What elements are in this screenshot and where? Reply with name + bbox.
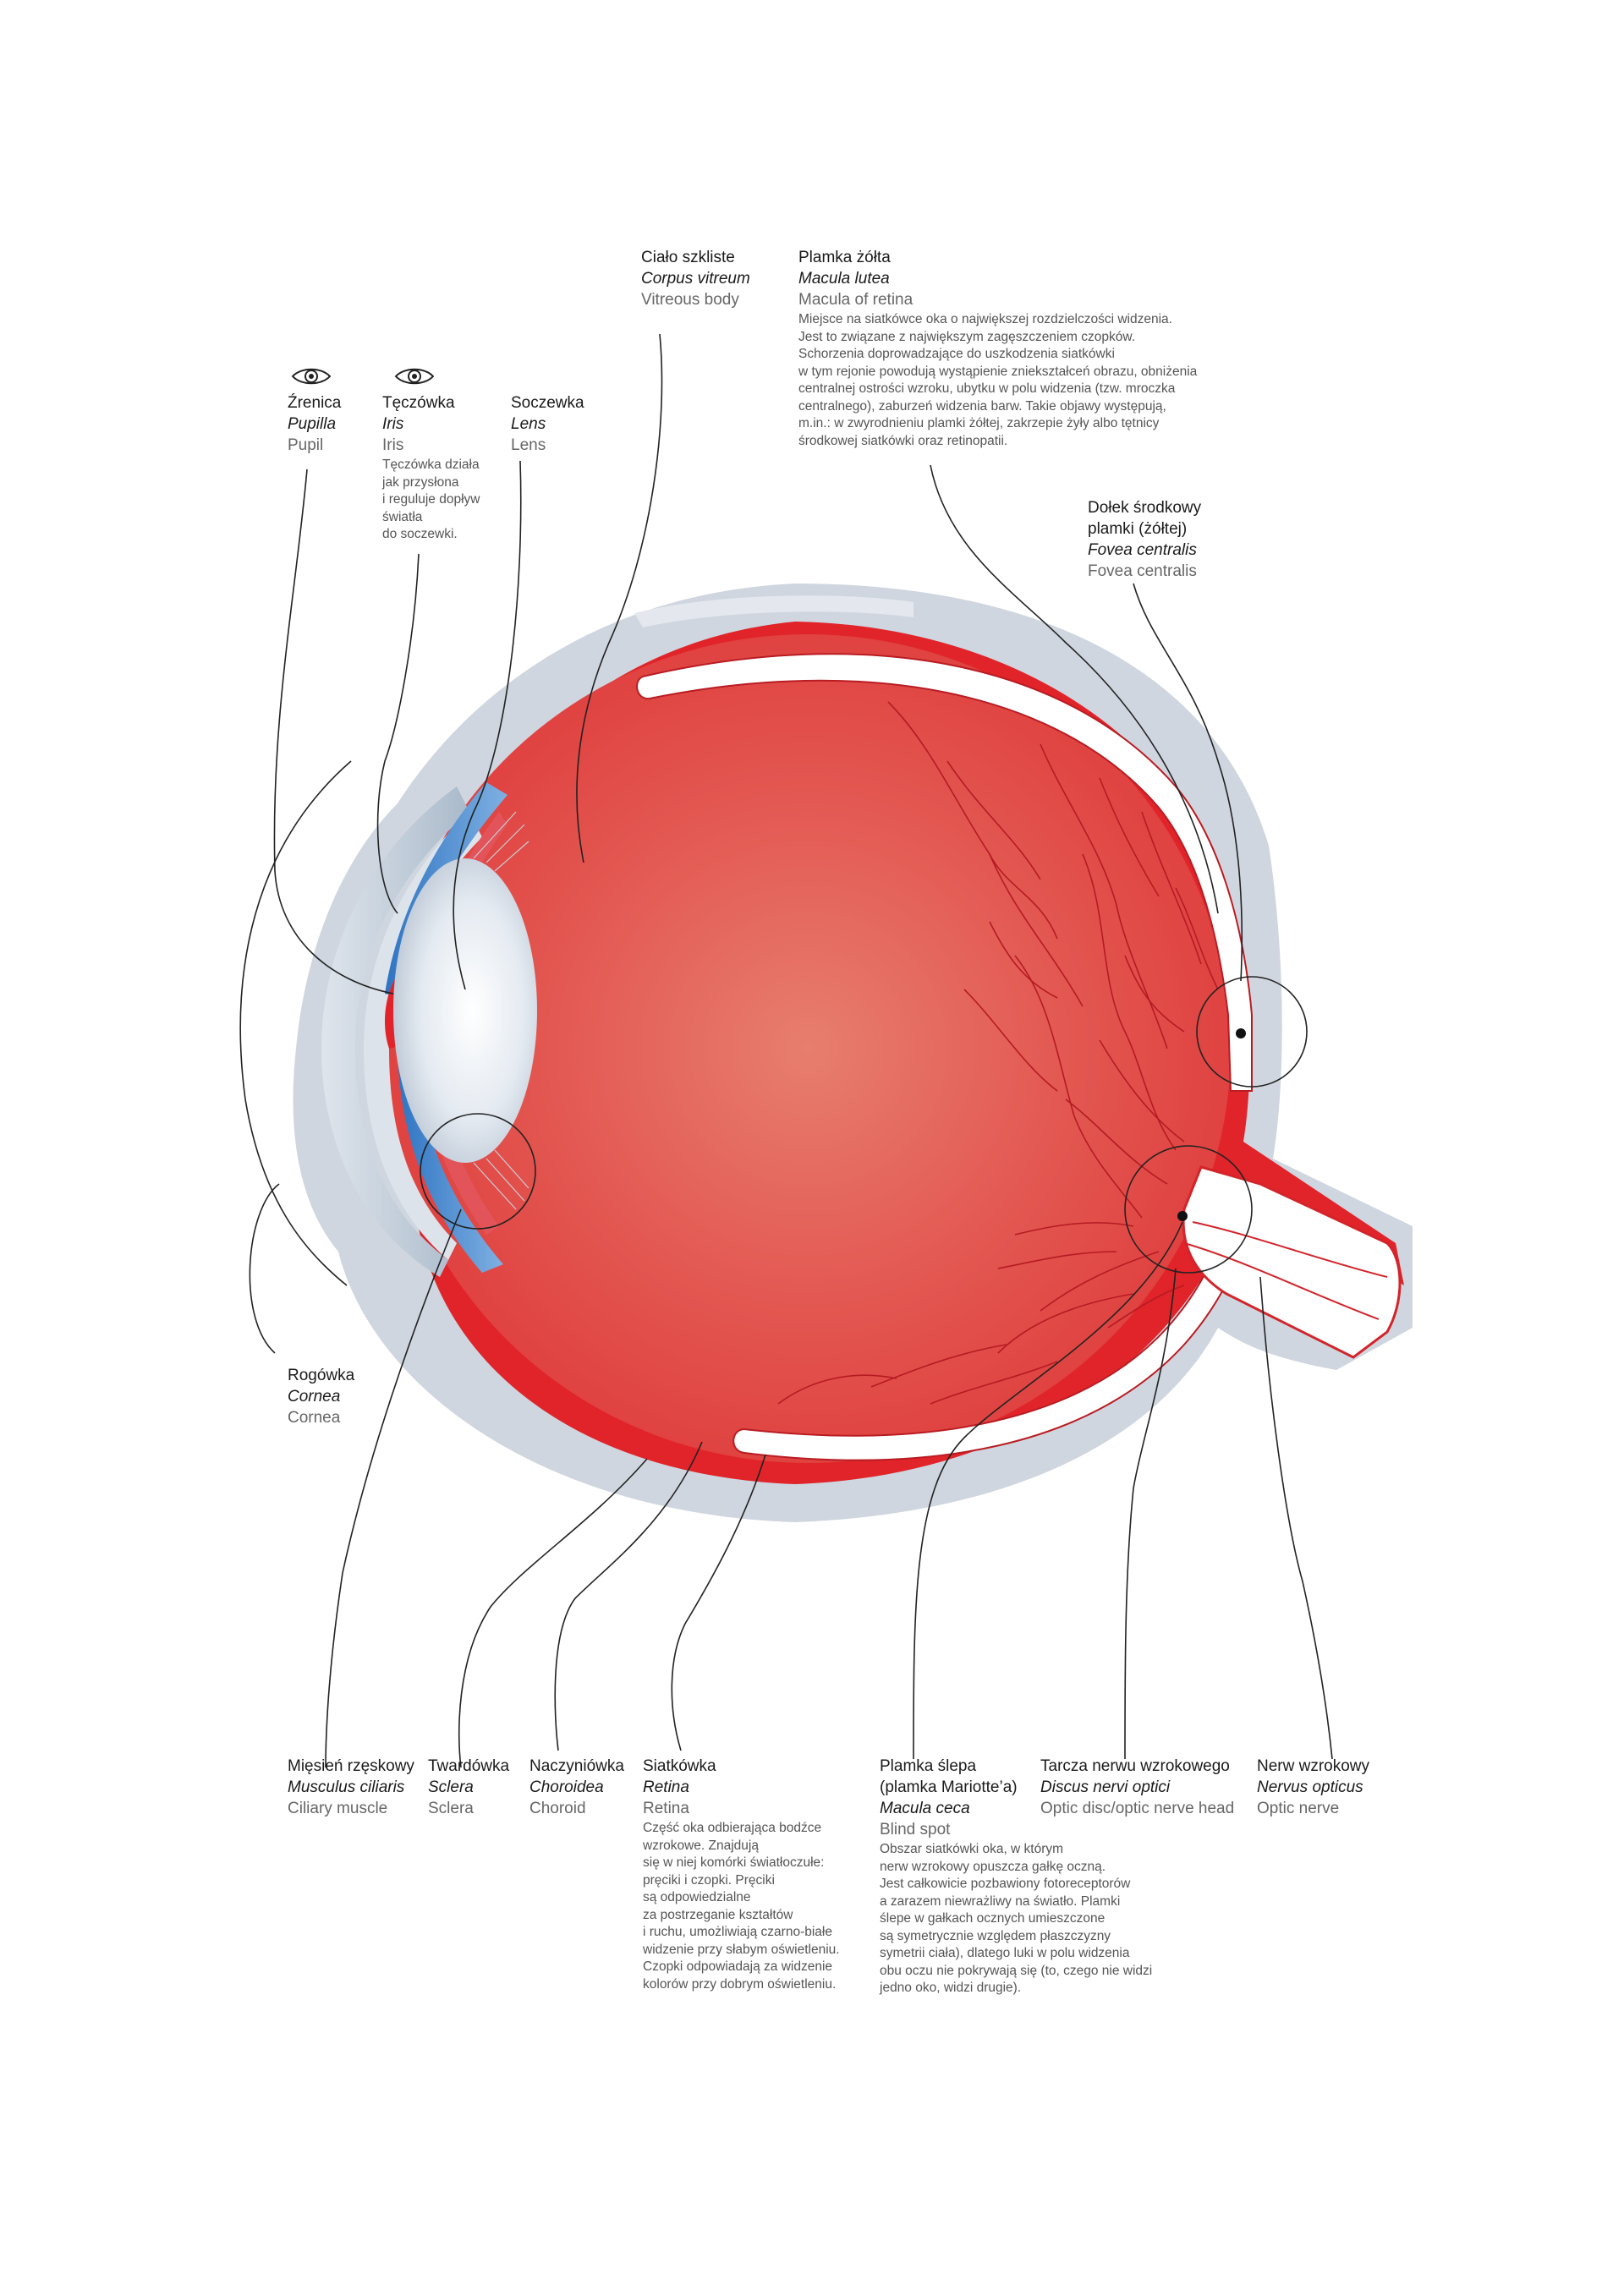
label-ciliary-la: Musculus ciliaris xyxy=(288,1778,405,1796)
label-nerve-pl: Nerw wzrokowy xyxy=(1257,1757,1370,1775)
anterior-chamber xyxy=(364,812,482,1260)
label-lens-la: Lens xyxy=(511,415,546,433)
label-vitreous-pl: Ciało szkliste xyxy=(641,249,735,266)
label-blindspot-desc: Obszar siatkówki oka, w którym nerw wzro… xyxy=(880,1842,1153,1995)
label-blindspot: Plamka ślepa (plamka Mariotte’a) Macula … xyxy=(880,1756,1152,1997)
leader-disc xyxy=(1124,1268,1177,1760)
label-cornea: Rogówka Cornea Cornea xyxy=(288,1365,354,1428)
label-macula-la: Macula lutea xyxy=(798,270,890,288)
label-nerve-la: Nervus opticus xyxy=(1257,1778,1363,1796)
label-choroid-la: Choroidea xyxy=(529,1778,604,1796)
label-macula-en: Macula of retina xyxy=(798,291,914,309)
label-vitreous: Ciało szkliste Corpus vitreum Vitreous b… xyxy=(641,247,750,310)
leader-sclera xyxy=(458,1458,648,1768)
label-pupil-la: Pupilla xyxy=(288,415,337,433)
label-nerve-en: Optic nerve xyxy=(1257,1800,1340,1817)
label-lens-en: Lens xyxy=(511,436,546,454)
retinal-blood-vessels xyxy=(777,701,1219,1405)
label-iris-desc: Tęczówka działa jak przysłona i reguluje… xyxy=(382,458,480,541)
label-sclera-en: Sclera xyxy=(428,1800,474,1817)
label-vitreous-en: Vitreous body xyxy=(641,291,739,309)
label-retina-en: Retina xyxy=(643,1800,689,1817)
label-fovea-pl: Dołek środkowy plamki (żółtej) xyxy=(1088,499,1202,538)
leader-choroid xyxy=(554,1441,703,1751)
leader-pupil xyxy=(273,469,394,995)
leader-cornea-upper xyxy=(239,760,352,1286)
label-fovea: Dołek środkowy plamki (żółtej) Fovea cen… xyxy=(1088,497,1201,582)
label-iris-la: Iris xyxy=(382,415,404,433)
label-disc: Tarcza nerwu wzrokowego Discus nervi opt… xyxy=(1040,1756,1234,1819)
label-retina-pl: Siatkówka xyxy=(643,1757,716,1775)
label-macula-desc: Miejsce na siatkówce oka o największej r… xyxy=(798,312,1198,448)
label-disc-la: Discus nervi optici xyxy=(1040,1778,1171,1796)
leader-retina xyxy=(671,1454,766,1751)
label-retina: Siatkówka Retina Retina Część oka odbier… xyxy=(643,1756,840,1993)
retina-band-upper xyxy=(636,653,1253,1092)
label-choroid-en: Choroid xyxy=(529,1800,586,1817)
label-blindspot-en: Blind spot xyxy=(880,1821,951,1838)
blind-spot-dot xyxy=(1177,1211,1188,1221)
label-cornea-pl: Rogówka xyxy=(288,1367,355,1384)
label-blindspot-pl: Plamka ślepa (plamka Mariotte’a) xyxy=(880,1757,1018,1796)
leader-lens xyxy=(453,460,522,990)
optic-nerve xyxy=(1182,1165,1402,1359)
label-ciliary: Mięsień rzęskowy Musculus ciliaris Cilia… xyxy=(288,1756,414,1819)
label-ciliary-en: Ciliary muscle xyxy=(288,1800,388,1817)
label-iris-pl: Tęczówka xyxy=(382,394,455,412)
eye-icon xyxy=(291,368,332,385)
leader-nerve xyxy=(1259,1276,1333,1760)
ciliary-muscle-circle xyxy=(420,1113,536,1230)
label-ciliary-pl: Mięsień rzęskowy xyxy=(288,1757,414,1775)
leader-vitreous xyxy=(576,333,663,863)
label-nerve: Nerw wzrokowy Nervus opticus Optic nerve xyxy=(1257,1756,1369,1819)
label-cornea-en: Cornea xyxy=(288,1409,341,1427)
leader-cornea-lower xyxy=(249,1183,280,1354)
label-sclera-pl: Twardówka xyxy=(428,1757,510,1775)
label-retina-desc: Część oka odbierająca bodźce wzrokowe. Z… xyxy=(643,1821,840,1992)
optic-nerve-vessel xyxy=(1183,1221,1388,1320)
label-lens: Soczewka Lens Lens xyxy=(511,392,584,456)
label-vitreous-la: Corpus vitreum xyxy=(641,270,750,288)
label-disc-pl: Tarcza nerwu wzrokowego xyxy=(1040,1757,1230,1775)
optic-disc-circle xyxy=(1124,1145,1253,1274)
fovea-circle xyxy=(1196,976,1308,1088)
leader-iris xyxy=(376,553,420,914)
label-pupil-pl: Źrenica xyxy=(288,394,342,412)
zonular-fibers xyxy=(473,811,529,1210)
eye-icon xyxy=(394,368,435,385)
label-lens-pl: Soczewka xyxy=(511,394,584,412)
vitreous-body xyxy=(385,634,1231,1463)
leader-lines xyxy=(239,333,1333,1768)
label-fovea-la: Fovea centralis xyxy=(1088,541,1197,559)
label-sclera: Twardówka Sclera Sclera xyxy=(428,1756,509,1819)
sclera-highlight xyxy=(634,595,914,627)
label-macula-pl: Plamka żółta xyxy=(798,249,891,266)
label-blindspot-la: Macula ceca xyxy=(880,1800,970,1817)
lens xyxy=(393,858,537,1163)
fovea-dot xyxy=(1236,1028,1246,1038)
label-retina-la: Retina xyxy=(643,1778,689,1796)
label-choroid-pl: Naczyniówka xyxy=(529,1757,624,1775)
label-choroid: Naczyniówka Choroidea Choroid xyxy=(529,1756,624,1819)
label-disc-en: Optic disc/optic nerve head xyxy=(1040,1800,1235,1817)
label-fovea-en: Fovea centralis xyxy=(1088,562,1197,580)
label-macula: Plamka żółta Macula lutea Macula of reti… xyxy=(798,247,1197,450)
leader-fovea xyxy=(1133,583,1243,982)
leader-macula xyxy=(930,464,1219,914)
label-sclera-la: Sclera xyxy=(428,1778,474,1796)
leader-blindspot xyxy=(913,1221,1183,1760)
label-iris: Tęczówka Iris Iris Tęczówka działa jak p… xyxy=(382,392,480,544)
label-pupil-en: Pupil xyxy=(288,436,324,454)
leader-ciliary xyxy=(325,1208,462,1768)
label-iris-en: Iris xyxy=(382,436,404,454)
label-cornea-la: Cornea xyxy=(288,1388,341,1406)
label-pupil: Źrenica Pupilla Pupil xyxy=(288,392,341,456)
cornea xyxy=(321,786,469,1277)
